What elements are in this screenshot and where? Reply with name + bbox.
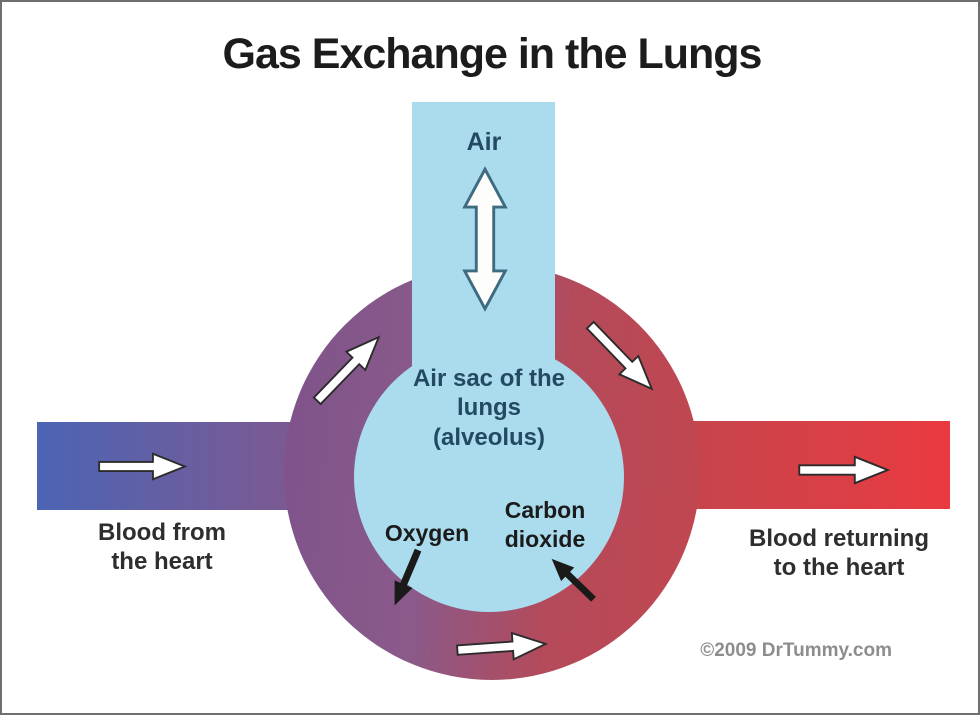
oxygen-transfer-arrow-icon bbox=[394, 548, 422, 606]
flow-arrow-left-channel-icon bbox=[98, 452, 188, 481]
copyright-text: ©2009 DrTummy.com bbox=[700, 640, 892, 661]
air-label: Air bbox=[466, 128, 502, 156]
carbon-dioxide-label: Carbon dioxide bbox=[504, 497, 586, 552]
diagram-title: Gas Exchange in the Lungs bbox=[222, 30, 763, 78]
oxygen-label: Oxygen bbox=[384, 520, 470, 546]
flow-arrow-right-channel-icon bbox=[798, 455, 891, 485]
flow-arrow-upper-right-icon bbox=[585, 320, 654, 391]
blood-returning-label: Blood returning to the heart bbox=[749, 525, 929, 582]
co2-transfer-arrow-icon bbox=[551, 558, 596, 602]
flow-arrow-bottom-icon bbox=[456, 631, 549, 661]
air-sac-label: Air sac of the lungs (alveolus) bbox=[412, 365, 566, 451]
alveolus-circle bbox=[354, 342, 624, 612]
blood-from-heart-label: Blood from the heart bbox=[98, 519, 226, 576]
flow-arrow-upper-left-icon bbox=[312, 335, 381, 406]
air-double-arrow-icon bbox=[462, 166, 508, 312]
